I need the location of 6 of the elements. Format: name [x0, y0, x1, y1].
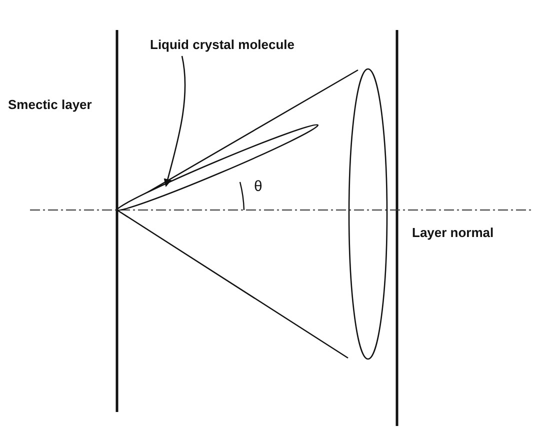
- angle-symbol: θ: [254, 178, 262, 195]
- layer-label: Smectic layer: [8, 97, 92, 112]
- leader-line: [164, 56, 186, 187]
- molecule-ellipse: [116, 124, 319, 211]
- label-text: Liquid crystal molecule: [150, 37, 294, 52]
- axis-label: Layer normal: [412, 225, 494, 240]
